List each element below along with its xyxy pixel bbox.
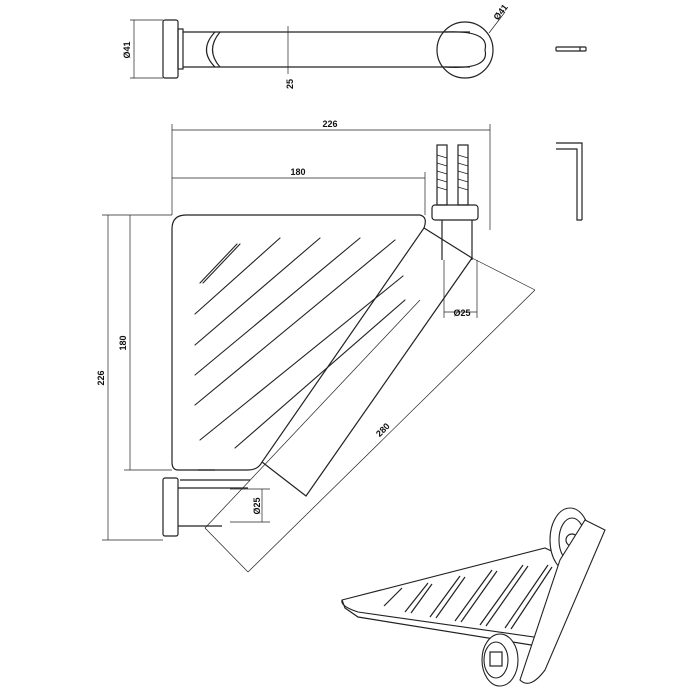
dim-overall-width: 226 — [322, 119, 337, 129]
dim-bar-diameter: 25 — [285, 79, 295, 89]
dim-left-bar-diameter: Ø25 — [252, 497, 262, 514]
top-view: Ø41 25 Ø41 — [122, 2, 510, 89]
dim-shelf-width: 180 — [290, 167, 305, 177]
pin-detail — [555, 46, 587, 52]
shelf-slots — [194, 237, 406, 449]
dim-rosette-diameter: Ø41 — [491, 2, 509, 22]
dim-plate-diameter: Ø41 — [122, 41, 132, 58]
dim-diagonal-length: 280 — [374, 421, 392, 439]
allen-key-detail — [556, 142, 583, 221]
dim-anchor-bar-diameter: Ø25 — [453, 308, 470, 318]
wall-anchors: Ø25 — [431, 144, 479, 318]
plan-view: 226 180 226 180 280 Ø25 — [96, 119, 536, 573]
dim-overall-depth: 226 — [96, 370, 106, 385]
isometric-view — [341, 507, 606, 687]
dim-shelf-depth: 180 — [118, 335, 128, 350]
